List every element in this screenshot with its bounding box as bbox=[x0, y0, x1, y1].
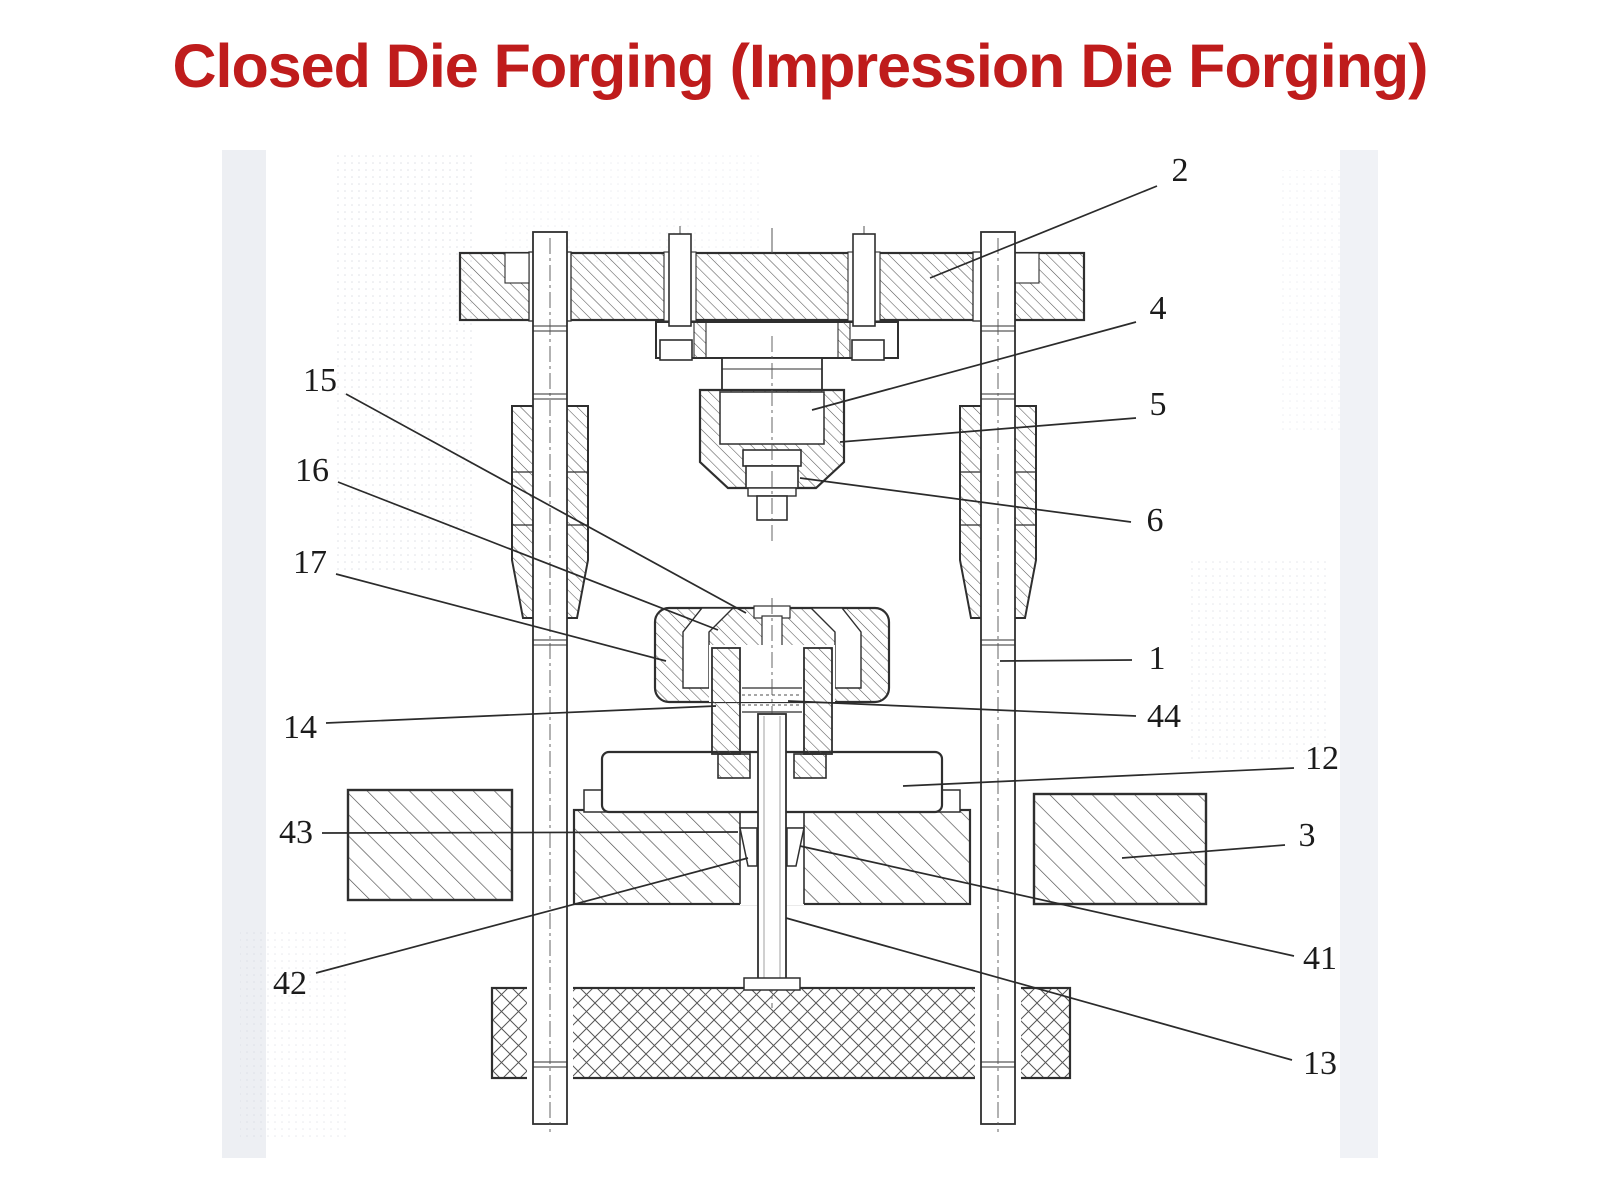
sleeve-foot-left bbox=[717, 753, 751, 779]
part-label-3: 3 bbox=[1299, 817, 1316, 854]
leader-line-42 bbox=[315, 857, 749, 974]
leader-line-43 bbox=[321, 831, 739, 834]
bolt-left bbox=[668, 233, 692, 327]
part-label-44: 44 bbox=[1147, 698, 1181, 735]
ejector-rod bbox=[743, 713, 801, 991]
leader-line-2 bbox=[929, 185, 1158, 279]
part-label-2: 2 bbox=[1172, 152, 1189, 189]
part-label-5: 5 bbox=[1150, 386, 1167, 423]
part-label-14: 14 bbox=[283, 709, 317, 746]
guide-columns bbox=[511, 231, 1037, 1132]
sleeve-foot-right bbox=[793, 753, 827, 779]
leader-line-14 bbox=[325, 705, 717, 724]
die-sleeve-left bbox=[711, 647, 741, 755]
knockout-wedge-left bbox=[739, 827, 758, 867]
leader-line-13 bbox=[785, 917, 1293, 1061]
bolt-right bbox=[852, 233, 876, 327]
side-block-left bbox=[346, 788, 514, 902]
leader-line-17 bbox=[335, 573, 667, 662]
part-label-42: 42 bbox=[273, 965, 307, 1002]
leader-line-12 bbox=[902, 767, 1295, 787]
knockout-wedge-right bbox=[786, 827, 805, 867]
die-assembly bbox=[653, 598, 891, 1008]
part-label-4: 4 bbox=[1150, 290, 1167, 327]
side-block-right bbox=[1032, 792, 1208, 906]
leader-line-3 bbox=[1121, 844, 1286, 859]
part-label-1: 1 bbox=[1149, 640, 1166, 677]
part-label-6: 6 bbox=[1147, 502, 1164, 539]
leader-line-5 bbox=[839, 417, 1137, 443]
part-label-43: 43 bbox=[279, 814, 313, 851]
part-label-12: 12 bbox=[1305, 740, 1339, 777]
leader-line-1 bbox=[999, 659, 1133, 662]
leader-line-15 bbox=[345, 393, 747, 614]
part-label-17: 17 bbox=[293, 544, 327, 581]
leader-line-6 bbox=[799, 477, 1132, 523]
slide-title: Closed Die Forging (Impression Die Forgi… bbox=[172, 32, 1428, 100]
part-label-41: 41 bbox=[1303, 940, 1337, 977]
leader-line-4 bbox=[811, 321, 1137, 411]
part-label-13: 13 bbox=[1303, 1045, 1337, 1082]
leader-line-16 bbox=[337, 481, 719, 631]
punch-assembly bbox=[655, 233, 899, 545]
leader-line-41 bbox=[799, 845, 1295, 957]
die-gap-right bbox=[809, 607, 862, 689]
part-label-15: 15 bbox=[303, 362, 337, 399]
page-texture bbox=[222, 150, 1378, 1158]
leader-line-44 bbox=[787, 700, 1137, 717]
diagram-callouts: 2 4 5 6 1 44 12 3 41 13 43 42 14 15 16 17 bbox=[273, 152, 1339, 1082]
lower-die-block bbox=[572, 808, 972, 906]
part-label-16: 16 bbox=[295, 452, 329, 489]
die-sleeve-right bbox=[803, 647, 833, 755]
die-gap-left bbox=[682, 607, 735, 689]
